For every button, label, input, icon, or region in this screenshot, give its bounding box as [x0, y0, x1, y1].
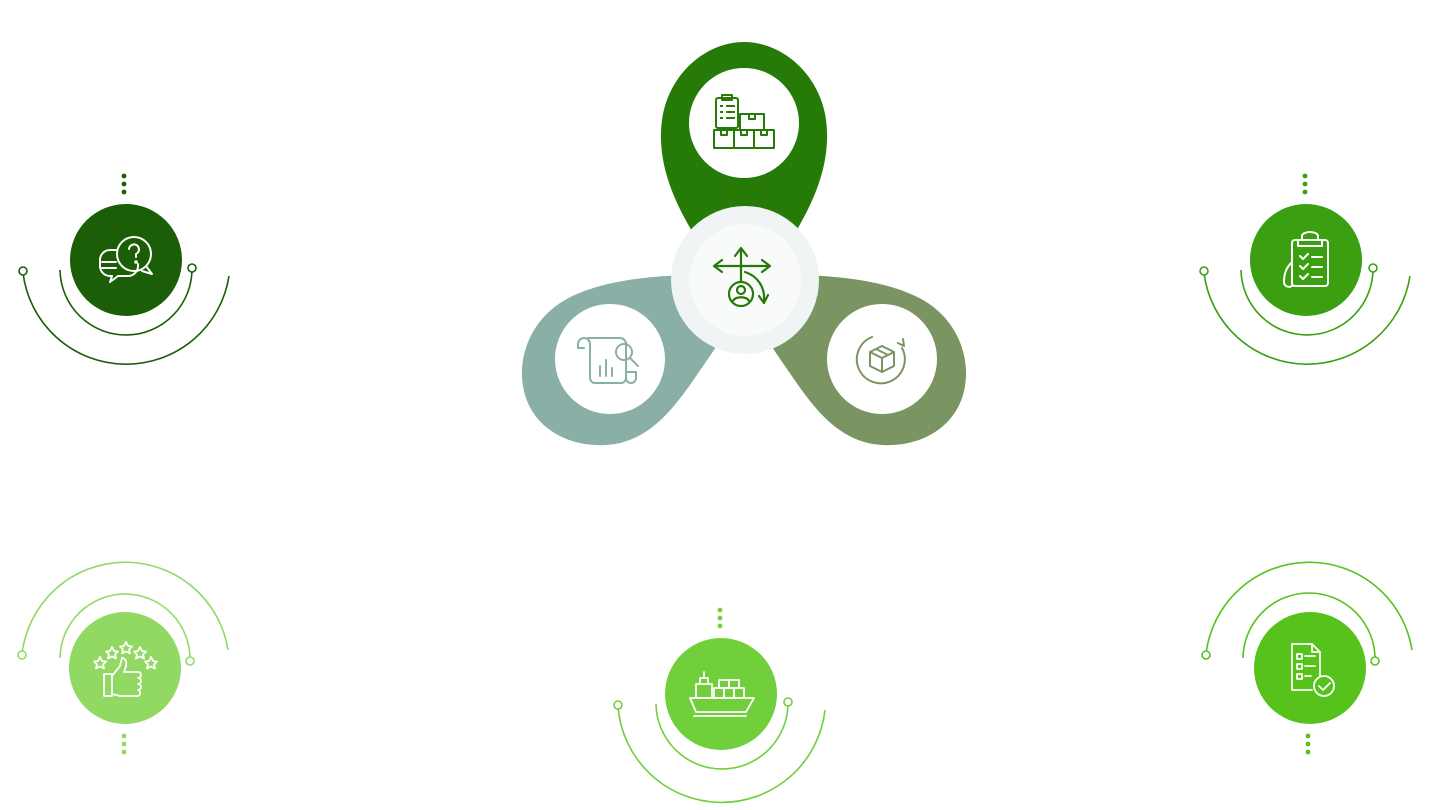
dots-connector: [121, 173, 127, 195]
arc-outer: [1203, 272, 1411, 365]
hub-inner: [689, 224, 801, 336]
warehouse-inventory-icon: [713, 94, 775, 149]
node-disc: [1254, 612, 1366, 724]
arc-outer: [1205, 561, 1413, 655]
arc-inner: [1240, 267, 1374, 336]
clipboard-checklist-icon: [1283, 231, 1329, 288]
package-cycle-icon: [855, 336, 906, 385]
arc-end-dot: [185, 656, 195, 666]
node-checklist: [1199, 173, 1411, 365]
cargo-ship-icon: [689, 671, 755, 717]
node-disc: [1250, 204, 1362, 316]
arc-end-dot: [613, 700, 623, 710]
arc-inner: [1242, 592, 1376, 661]
node-disc: [665, 638, 777, 750]
dots-connector: [121, 733, 127, 755]
dots-connector: [1305, 733, 1311, 755]
arc-end-dot: [17, 650, 27, 660]
central-flower: [521, 42, 967, 446]
arc-inner: [655, 701, 789, 770]
node-disc: [70, 204, 182, 316]
arc-end-dot: [1199, 266, 1209, 276]
arc-outer: [21, 561, 229, 655]
dots-connector: [1302, 173, 1308, 195]
arc-end-dot: [1370, 656, 1380, 666]
routing-user-icon: [712, 246, 772, 308]
report-analysis-icon: [577, 337, 639, 384]
node-approval: [1201, 561, 1413, 755]
arc-outer: [617, 706, 826, 804]
petal-left-disc: [555, 304, 665, 414]
thumbs-up-stars-icon: [93, 641, 158, 698]
node-faq: [18, 173, 230, 365]
arc-inner: [59, 593, 191, 661]
petal-top-disc: [689, 68, 799, 178]
arc-inner: [59, 267, 193, 336]
arc-end-dot: [18, 266, 28, 276]
chat-question-icon: [99, 236, 153, 283]
arc-outer: [22, 272, 230, 365]
document-check-icon: [1291, 643, 1335, 697]
arc-end-dot: [187, 263, 197, 273]
arc-end-dot: [1368, 263, 1378, 273]
node-rating: [17, 561, 229, 755]
node-shipping: [613, 607, 826, 804]
arc-end-dot: [783, 697, 793, 707]
dots-connector: [717, 607, 723, 629]
arc-end-dot: [1201, 650, 1211, 660]
